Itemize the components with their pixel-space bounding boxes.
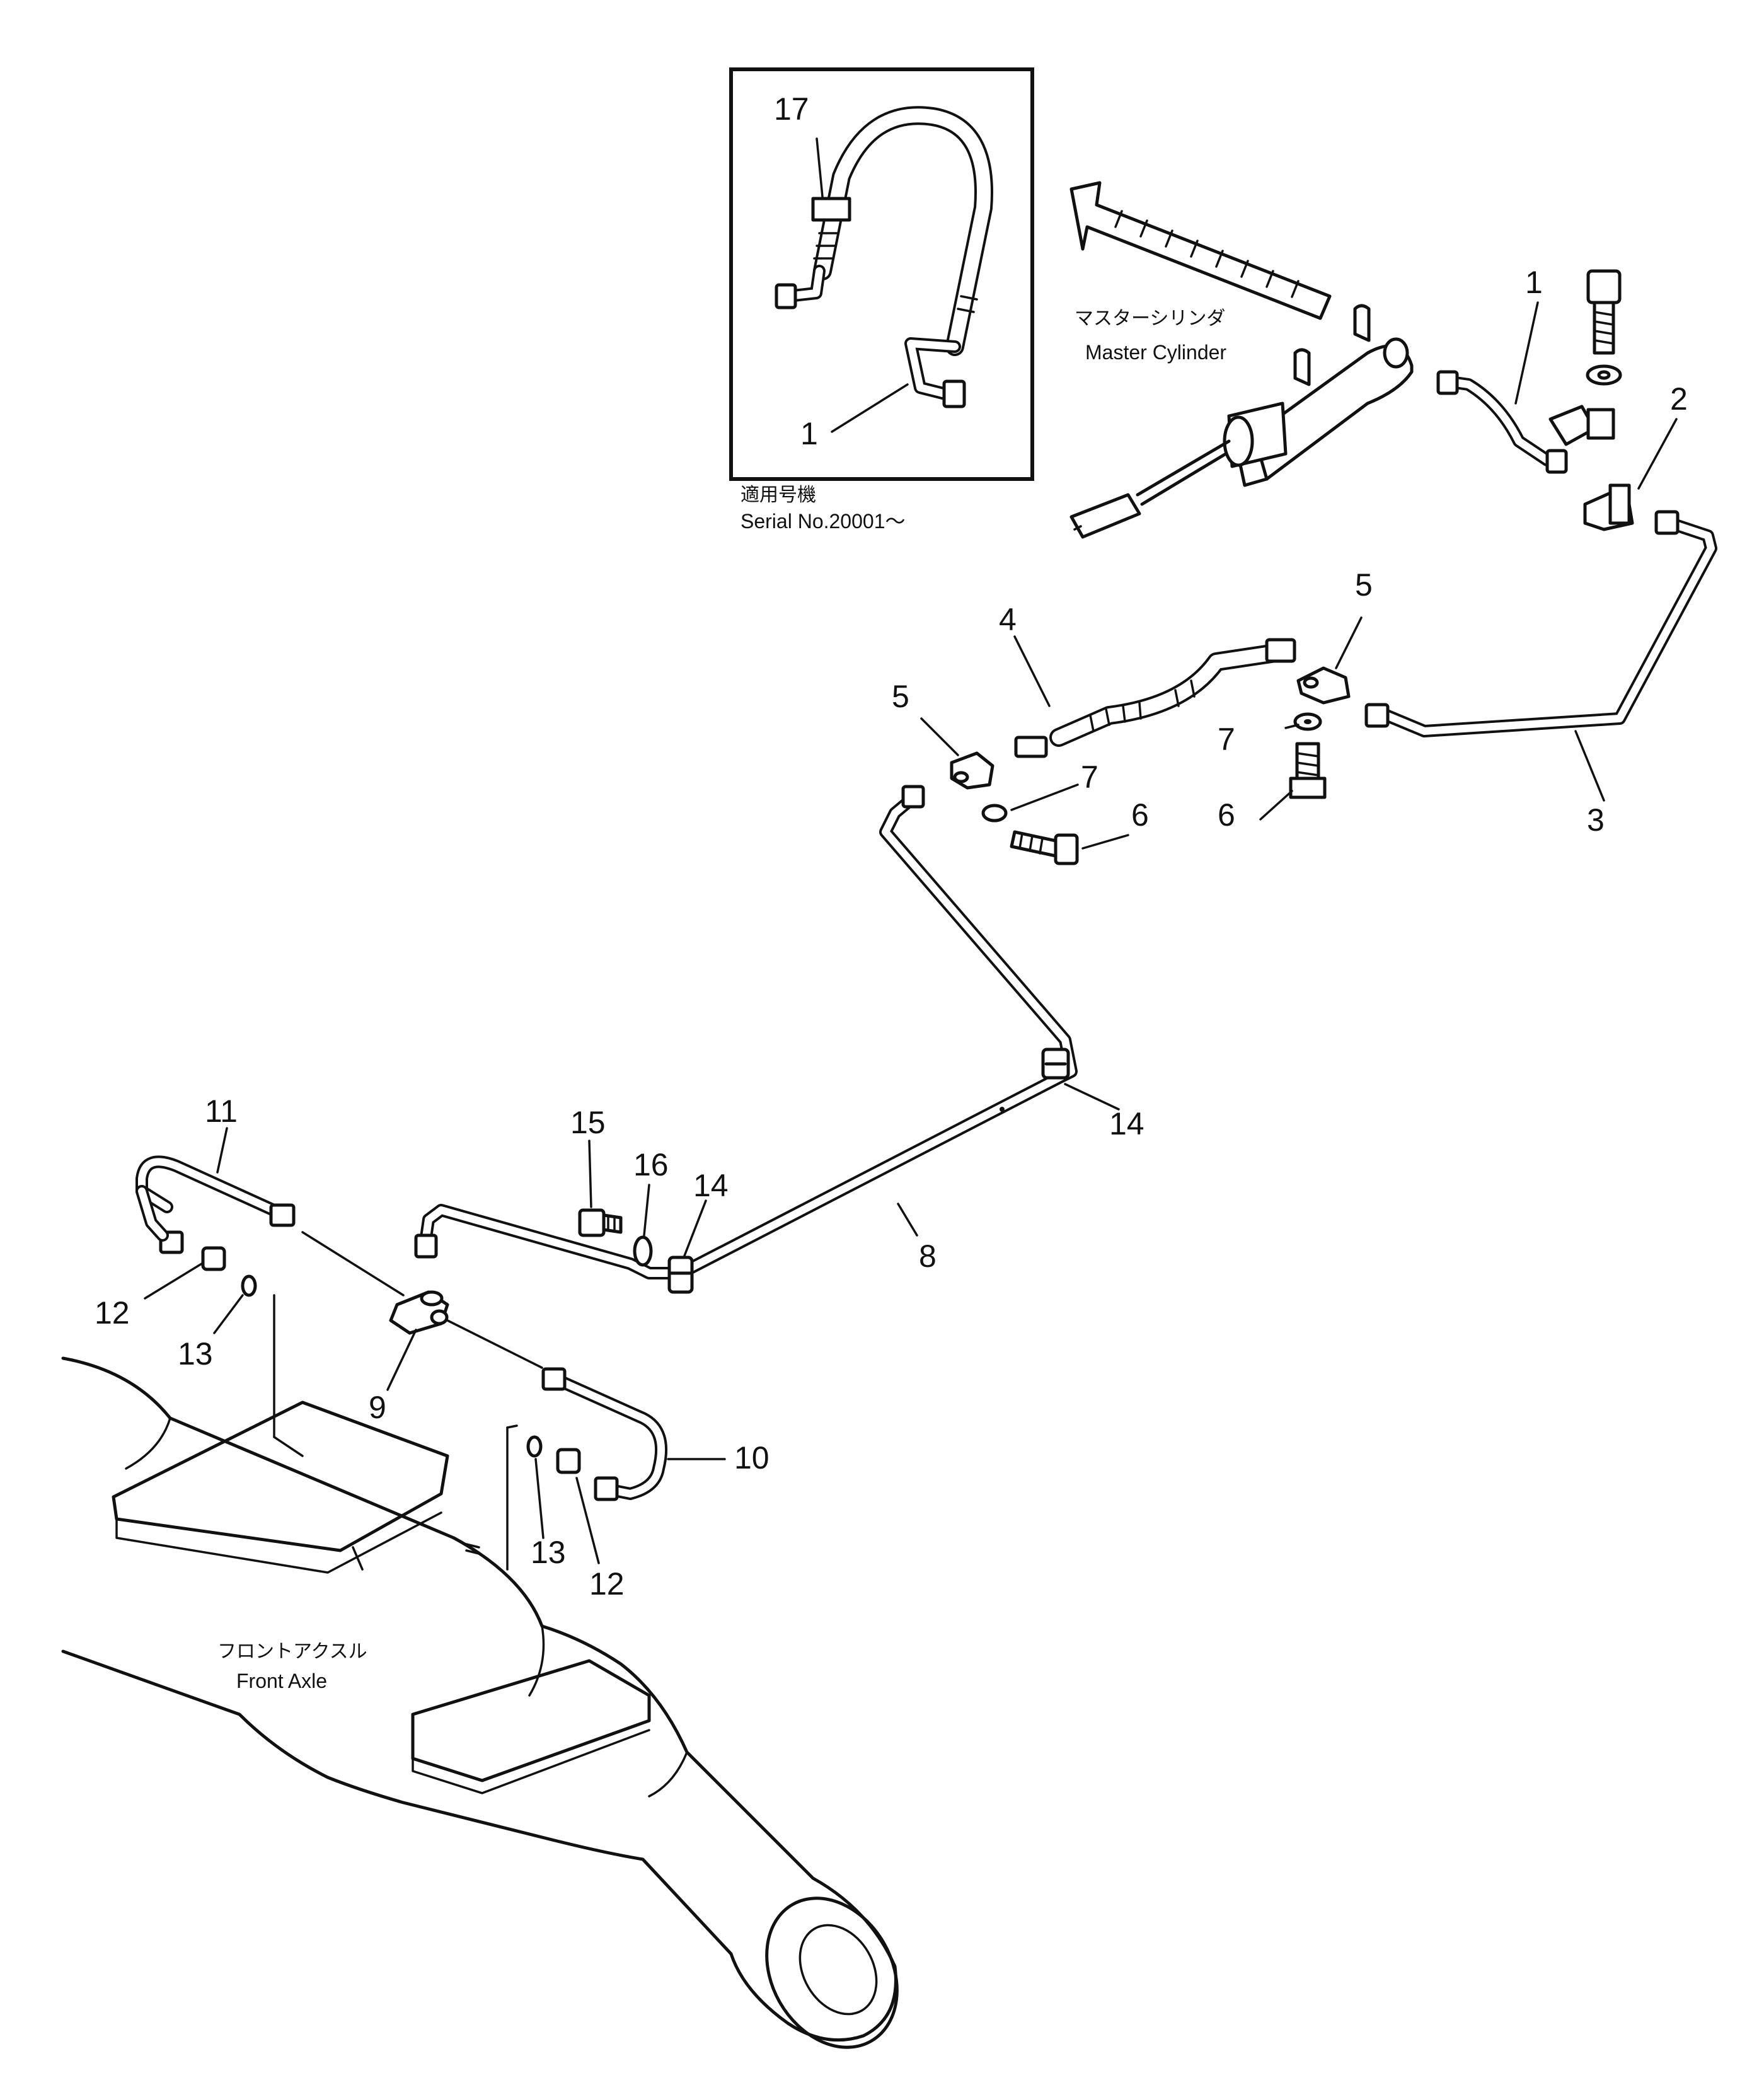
callout-4: 4 xyxy=(999,602,1017,637)
clamp-5-left xyxy=(950,751,994,790)
view-direction-arrow xyxy=(1069,181,1332,320)
front-axle: フロントアクスル Front Axle xyxy=(61,1294,899,2049)
bolt-6-left xyxy=(1010,830,1079,865)
tube-11 xyxy=(135,1155,296,1254)
leader-15 xyxy=(588,1140,592,1208)
callout-5-left: 5 xyxy=(892,679,909,714)
leader-4 xyxy=(1013,635,1051,707)
callout-11: 11 xyxy=(205,1094,238,1129)
serial-inset: 17 1 適用号機 Serial No.20001～ xyxy=(729,67,1034,533)
serial-label-jp: 適用号機 xyxy=(741,484,816,506)
callout-15: 15 xyxy=(570,1105,606,1140)
clamp-5-right xyxy=(1296,666,1351,705)
callout-1: 1 xyxy=(1525,265,1543,300)
oring-13-right xyxy=(526,1435,543,1458)
leader-5-left xyxy=(920,717,959,756)
leader-6-left xyxy=(1081,834,1129,850)
callout-17: 17 xyxy=(774,91,809,127)
inset-frame xyxy=(729,67,1034,481)
tee-block-9 xyxy=(389,1290,449,1335)
master-cylinder: マスターシリンダ Master Cylinder xyxy=(1069,304,1414,539)
callout-12-left: 12 xyxy=(95,1295,130,1331)
tube-10 xyxy=(541,1367,668,1501)
clamp-14-lower xyxy=(667,1256,694,1294)
callout-14-lower: 14 xyxy=(693,1168,729,1203)
callout-6-right: 6 xyxy=(1218,797,1235,833)
front-axle-label-en: Front Axle xyxy=(236,1670,327,1692)
hose-1 xyxy=(1436,370,1568,474)
fitting-12-left xyxy=(201,1246,226,1271)
leader-5-right xyxy=(1335,616,1363,669)
callout-2: 2 xyxy=(1670,381,1688,417)
bolt-washer-clamp-top xyxy=(1548,269,1622,446)
leader-16 xyxy=(643,1184,650,1237)
callout-3: 3 xyxy=(1587,802,1605,838)
callout-13-left: 13 xyxy=(178,1336,213,1371)
leader-1 xyxy=(1514,301,1539,405)
callout-7-left: 7 xyxy=(1081,759,1098,795)
clamp-14-upper xyxy=(1041,1048,1070,1080)
callout-13-right: 13 xyxy=(531,1535,566,1570)
callout-1-inset: 1 xyxy=(800,416,818,451)
oring-13-left xyxy=(241,1274,257,1297)
front-axle-label-jp: フロントアクスル xyxy=(217,1641,367,1663)
leader-13-right xyxy=(534,1458,545,1539)
callout-9: 9 xyxy=(369,1390,386,1425)
link-9-to-10 xyxy=(446,1319,543,1369)
leader-7-right xyxy=(1284,724,1300,729)
callout-7-right: 7 xyxy=(1218,722,1235,757)
callout-8: 8 xyxy=(919,1238,937,1274)
leader-11 xyxy=(216,1127,228,1174)
leader-7-left xyxy=(1010,783,1079,811)
leader-14-upper xyxy=(1064,1083,1120,1111)
callout-10: 10 xyxy=(734,1440,770,1475)
callout-16: 16 xyxy=(633,1147,669,1182)
leader-9 xyxy=(386,1329,417,1391)
leader-12-right xyxy=(575,1477,600,1564)
leader-2 xyxy=(1637,418,1678,490)
leader-12-left xyxy=(144,1262,203,1300)
callout-14-upper: 14 xyxy=(1109,1106,1144,1141)
inset-hose-17 xyxy=(775,106,993,408)
washer-16 xyxy=(633,1235,653,1267)
callout-6-left: 6 xyxy=(1131,797,1149,833)
tube-8 xyxy=(414,785,1078,1279)
master-cylinder-label-en: Master Cylinder xyxy=(1085,341,1226,364)
serial-label-en: Serial No.20001～ xyxy=(741,510,906,533)
bolt-15 xyxy=(578,1208,623,1237)
hose-4 xyxy=(1014,638,1296,758)
clamp-2 xyxy=(1583,483,1634,531)
axle-hub xyxy=(765,1897,899,2049)
tube-3 xyxy=(1364,510,1717,737)
leader-8 xyxy=(897,1203,918,1237)
callout-5-right: 5 xyxy=(1355,567,1373,603)
leader-3 xyxy=(1574,730,1605,802)
leader-13-left xyxy=(213,1294,244,1334)
link-11-to-9 xyxy=(301,1231,405,1296)
fitting-12-right xyxy=(556,1448,581,1474)
master-cylinder-label-jp: マスターシリンダ xyxy=(1075,308,1225,330)
leader-17 xyxy=(816,137,824,198)
leader-14-lower xyxy=(683,1199,707,1259)
bolt-6-right xyxy=(1289,742,1327,799)
callout-12-right: 12 xyxy=(589,1566,625,1602)
inset-clamp-17 xyxy=(811,197,851,222)
washer-7-left xyxy=(981,804,1008,823)
leader-6-right xyxy=(1259,790,1293,821)
leader-1-inset xyxy=(831,383,909,433)
